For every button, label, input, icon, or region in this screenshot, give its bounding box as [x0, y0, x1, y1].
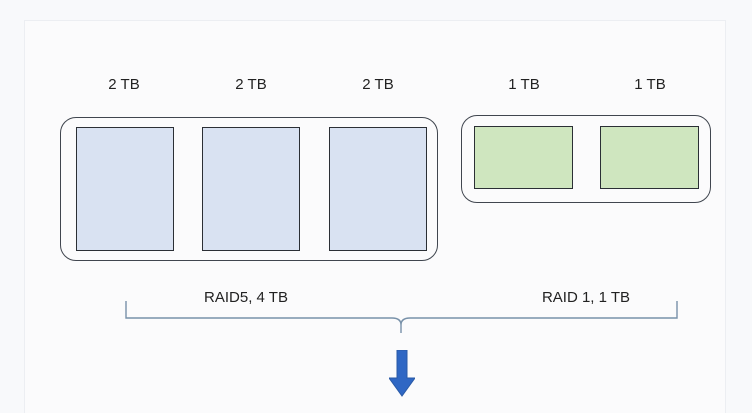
down-arrow-icon	[389, 350, 415, 397]
raid1-label: RAID 1, 1 TB	[541, 289, 631, 306]
raid5-disk	[202, 127, 300, 251]
raid5-disk	[76, 127, 174, 251]
disk-size-label: 1 TB	[634, 76, 666, 93]
raid5-disk	[329, 127, 427, 251]
disk-size-label: 1 TB	[508, 76, 540, 93]
disk-size-label: 2 TB	[362, 76, 394, 93]
disk-size-label: 2 TB	[235, 76, 267, 93]
disk-size-label: 2 TB	[108, 76, 140, 93]
grouping-brace	[125, 301, 678, 333]
raid1-disk	[474, 126, 573, 189]
raid5-label: RAID5, 4 TB	[204, 289, 288, 306]
raid1-disk	[600, 126, 699, 189]
diagram-canvas: 2 TB 2 TB 2 TB 1 TB 1 TB RAID5, 4 TB RAI…	[24, 20, 726, 413]
